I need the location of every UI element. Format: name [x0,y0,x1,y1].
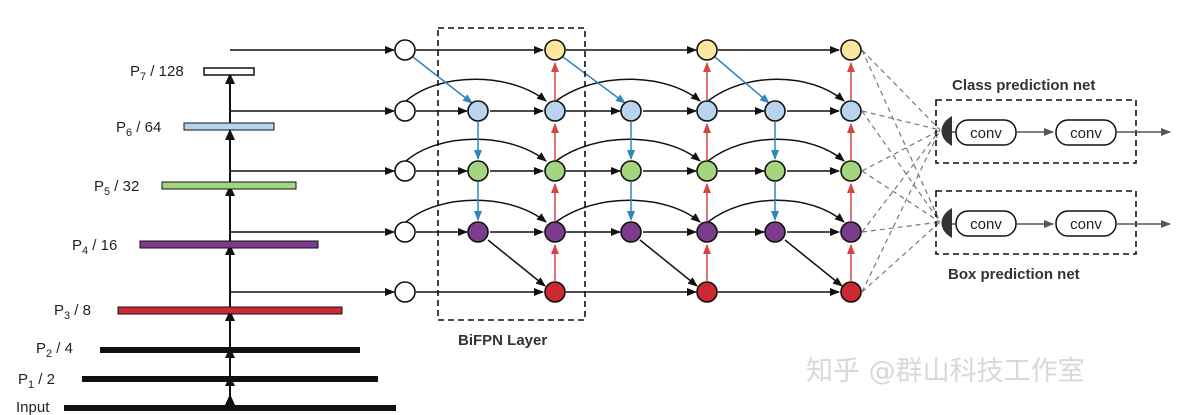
mid-node-p4 [764,221,786,243]
top-down-edge [562,56,626,104]
out-node-p6 [840,100,862,122]
bifpn-layer-box [437,27,586,321]
out-node-p3 [840,281,862,303]
mid-node-p5 [467,160,489,182]
input-node-p6 [394,100,416,122]
skip-edge [405,78,547,102]
backbone: Input P1 / 2 P2 / 4 P3 / 8 P4 / 16 P5 / … [16,46,396,415]
diag-edge [784,239,843,287]
head-link [861,110,941,223]
out-node-p5 [840,160,862,182]
skip-edge [405,199,547,223]
box-net-conv1-label: conv [970,216,1002,233]
backbone-arrow [225,394,235,405]
box-net-title: Box prediction net [948,266,1080,283]
label-p4: P4 / 16 [72,237,117,257]
out-node-p5 [696,160,718,182]
top-down-edge [412,56,473,104]
backbone-arrow [225,129,235,140]
input-node-p3 [394,281,416,303]
mid-node-p5 [764,160,786,182]
feature-bar-p4 [139,240,319,249]
class-prediction-net: Class prediction net conv conv [935,77,1171,164]
out-node-p5 [544,160,566,182]
input-node-p5 [394,160,416,182]
label-p6: P6 / 64 [116,119,161,139]
mid-node-p4 [467,221,489,243]
head-link [861,49,941,223]
class-net-merge-icon [941,116,952,146]
out-node-p6 [696,100,718,122]
watermark-text: 知乎 @群山科技工作室 [806,356,1085,387]
backbone-arrow [225,310,235,321]
head-link [861,129,941,233]
mid-node-p6 [467,100,489,122]
diag-edge [487,239,546,287]
label-p5: P5 / 32 [94,178,139,198]
mid-node-p6 [764,100,786,122]
input-node-p7 [394,39,416,61]
box-prediction-net: conv conv Box prediction net [935,190,1171,283]
box-net-conv2-label: conv [1070,216,1102,233]
feature-bar-p3 [117,306,343,315]
class-net-conv2-label: conv [1070,125,1102,142]
mid-node-p5 [620,160,642,182]
skip-edge [405,138,547,162]
out-node-p3 [696,281,718,303]
head-link [861,129,941,172]
skip-edge [555,78,701,102]
backbone-arrow [225,244,235,255]
feature-bar-input [64,405,396,411]
out-node-p7 [840,39,862,61]
bifpn-edges [405,46,941,296]
head-link [861,129,941,293]
label-p1: P1 / 2 [18,371,55,391]
label-p7: P7 / 128 [130,63,184,83]
skip-edge [707,199,845,223]
feature-bar-p1 [82,376,378,382]
box-net-box [935,190,1137,255]
head-link [861,110,941,131]
backbone-arrow [225,73,235,84]
mid-node-p4 [620,221,642,243]
label-p3: P3 / 8 [54,302,91,322]
head-link [861,49,941,131]
out-node-p4 [544,221,566,243]
bifpn-nodes [394,39,862,303]
head-link [861,221,941,233]
out-node-p3 [544,281,566,303]
head-link [861,170,941,223]
out-node-p7 [696,39,718,61]
skip-edge [707,78,845,102]
feature-bar-p2 [100,347,360,353]
bifpn-layer-label: BiFPN Layer [458,332,547,349]
label-p2: P2 / 4 [36,340,73,360]
out-node-p4 [696,221,718,243]
out-node-p4 [840,221,862,243]
feature-bar-p6 [183,122,275,131]
skip-edge [707,138,845,162]
out-node-p7 [544,39,566,61]
input-node-p4 [394,221,416,243]
feature-bar-p5 [161,181,297,190]
skip-edge [555,138,701,162]
head-link [861,221,941,293]
skip-edge [555,199,701,223]
feature-bar-p7 [203,67,255,76]
class-net-conv1-label: conv [970,125,1002,142]
box-net-merge-icon [941,208,952,238]
mid-node-p6 [620,100,642,122]
out-node-p6 [544,100,566,122]
top-down-edge [714,56,770,104]
class-net-title: Class prediction net [952,77,1095,94]
backbone-arrow [225,185,235,196]
diag-edge [639,239,698,287]
label-input: Input [16,399,50,415]
